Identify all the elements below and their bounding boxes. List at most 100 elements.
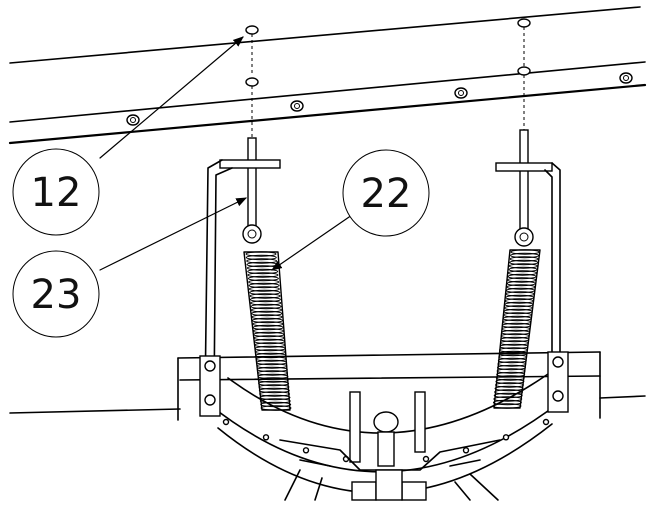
spring-coil	[504, 305, 533, 311]
spring-coil	[503, 308, 533, 315]
spring-coil	[507, 273, 537, 280]
callout-12-label: 12	[31, 170, 82, 216]
lower-frame	[9, 351, 646, 501]
spring-coil	[497, 361, 527, 367]
spring-coil	[494, 389, 524, 395]
spring-coil	[251, 310, 283, 317]
spring-coil	[506, 287, 535, 294]
spring-coil	[507, 277, 537, 283]
spring-coil	[249, 289, 281, 296]
spring-coil	[505, 294, 535, 301]
spring-coil	[502, 319, 532, 325]
spring-coil	[499, 347, 528, 353]
spring-coil	[249, 293, 281, 299]
spring-coil	[253, 328, 284, 334]
spring-coil	[495, 378, 525, 385]
band-hole	[302, 447, 310, 454]
left-spring	[243, 251, 292, 411]
spring-coil	[498, 354, 528, 360]
spring-coil	[258, 387, 290, 394]
spring-coil	[252, 317, 283, 324]
spring-coil	[497, 364, 526, 371]
spring-coil	[259, 391, 291, 397]
spring-coil	[257, 370, 289, 376]
band-hole	[462, 447, 470, 454]
left-hanger-rod	[219, 25, 281, 244]
spring-coil	[506, 280, 536, 287]
spring-coil	[504, 301, 534, 308]
band-hole	[422, 455, 430, 463]
spring-coil	[252, 321, 284, 327]
band-hole	[502, 434, 510, 441]
spring-coil	[506, 284, 536, 290]
beam-nuts	[126, 72, 633, 126]
spring-coil	[509, 256, 539, 262]
spring-coil	[508, 263, 538, 269]
right-hanger-rod	[495, 18, 553, 247]
callout-22: 22	[342, 149, 430, 237]
spring-coil	[499, 340, 529, 346]
spring-coil	[510, 252, 540, 259]
callout-23: 23	[12, 250, 100, 338]
spring-coil	[255, 349, 286, 355]
spring-coil	[501, 329, 531, 336]
spring-coil	[254, 338, 285, 345]
spring-coil	[256, 359, 288, 366]
spring-coil	[253, 335, 285, 341]
spring-coil	[510, 249, 540, 255]
spring-coil	[258, 384, 290, 390]
spring-coil	[500, 333, 530, 339]
spring-coil	[499, 343, 529, 350]
callout-22-label: 22	[361, 171, 412, 217]
spring-coil	[255, 352, 287, 359]
spring-coil	[496, 368, 526, 374]
spring-coil	[245, 251, 277, 257]
spring-coil	[493, 396, 523, 402]
spring-coil	[505, 291, 535, 297]
spring-coil	[253, 331, 285, 338]
spring-coil	[503, 312, 533, 318]
spring-coil	[508, 270, 537, 276]
band-hole	[542, 418, 550, 426]
spring-coil	[492, 399, 522, 406]
spring-coil	[494, 385, 524, 392]
band-hole	[222, 418, 230, 426]
band-hole	[262, 434, 270, 441]
spring-coil	[250, 300, 282, 306]
leader-lines	[99, 36, 353, 271]
spring-coil	[495, 382, 524, 388]
spring-coil	[509, 259, 539, 266]
spring-coil	[248, 286, 280, 292]
spring-coil	[250, 303, 282, 310]
u-brackets	[204, 159, 561, 401]
spring-coil	[254, 345, 286, 352]
spring-coil	[256, 363, 288, 369]
callout-12: 12	[12, 148, 100, 236]
spring-coil	[247, 268, 279, 275]
spring-coil	[504, 298, 534, 304]
spring-coil	[256, 366, 288, 373]
spring-coil	[247, 272, 279, 278]
callout-23-label: 23	[31, 272, 82, 318]
spring-coil	[247, 275, 279, 282]
spring-coil	[259, 394, 291, 401]
spring-coil	[508, 266, 538, 273]
spring-coil	[251, 307, 282, 313]
spring-coil	[497, 357, 527, 364]
spring-coil	[495, 375, 525, 381]
upper-beam	[8, 6, 647, 145]
spring-coil	[248, 279, 280, 285]
spring-coil	[501, 322, 531, 329]
spring-coil	[252, 324, 284, 331]
spring-coil	[259, 398, 291, 404]
spring-coil	[248, 282, 280, 289]
spring-coil	[501, 326, 531, 332]
spring-coil	[249, 296, 281, 303]
spring-coil	[502, 315, 532, 322]
spring-coil	[251, 314, 283, 320]
spring-coil	[260, 405, 292, 411]
spring-coil	[258, 380, 290, 387]
spring-coil	[245, 254, 277, 261]
